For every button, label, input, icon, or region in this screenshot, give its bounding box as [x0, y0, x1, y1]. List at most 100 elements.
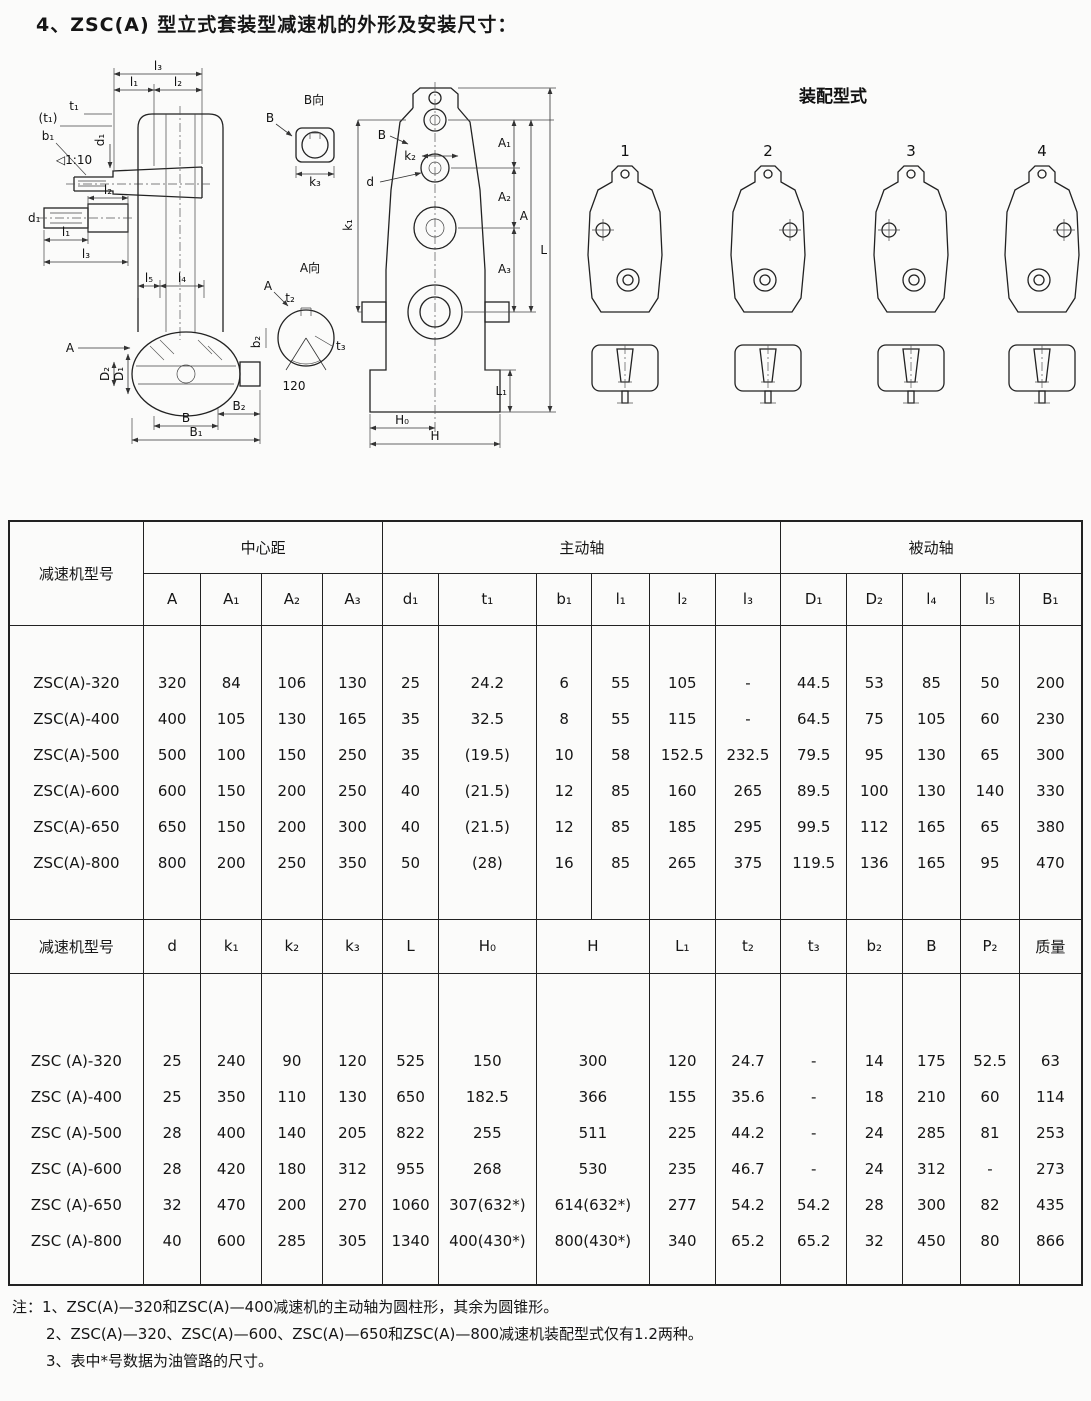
value-cell: - — [780, 1043, 848, 1079]
spacer-cell — [8, 973, 144, 1043]
value-cell: 182.5 — [437, 1079, 537, 1115]
value-cell: 50 — [382, 845, 439, 881]
spacer-cell — [714, 881, 782, 919]
value-cell: 525 — [382, 1043, 439, 1079]
value-cell: 530 — [535, 1151, 650, 1187]
value-cell: 130 — [321, 1079, 384, 1115]
value-cell: 150 — [200, 773, 263, 809]
spacer-cell — [535, 881, 593, 919]
value-cell: 85 — [591, 773, 650, 809]
spacer-cell — [437, 625, 537, 665]
value-cell: 250 — [321, 773, 384, 809]
col-header: d — [142, 918, 202, 974]
model-cell: ZSC (A)-600 — [8, 1151, 144, 1187]
value-cell: 150 — [437, 1043, 537, 1079]
value-cell: 200 — [261, 809, 323, 845]
spacer-cell — [780, 973, 848, 1043]
value-cell: 500 — [142, 737, 202, 773]
value-cell: 6 — [535, 665, 593, 701]
value-cell: 155 — [648, 1079, 716, 1115]
header-group-row: 减速机型号 中心距 主动轴 被动轴 — [8, 521, 1083, 626]
spacer-cell — [591, 625, 650, 665]
model-cell: ZSC (A)-650 — [8, 1187, 144, 1223]
spacer-row — [8, 625, 1083, 665]
value-cell: 32 — [846, 1223, 903, 1259]
value-cell: 40 — [382, 809, 439, 845]
spacer-cell — [261, 625, 323, 665]
model-header: 减速机型号 — [8, 521, 144, 626]
value-cell: 28 — [142, 1115, 202, 1151]
value-cell: 14 — [846, 1043, 903, 1079]
value-cell: 114 — [1018, 1079, 1083, 1115]
value-cell: 130 — [261, 701, 323, 737]
value-cell: 24.7 — [714, 1043, 782, 1079]
spacer-cell — [321, 625, 384, 665]
dim-label-B_top: B — [378, 128, 386, 142]
value-cell: 253 — [1018, 1115, 1083, 1151]
dim-label-l1_top: l₁ — [130, 75, 138, 89]
spacer-cell — [437, 881, 537, 919]
dim-label-A_view_arrow: A — [66, 341, 75, 355]
note-line-1: 注：1、ZSC(A)—320和ZSC(A)—400减速机的主动轴为圆柱形，其余为… — [12, 1294, 703, 1321]
spacer-cell — [960, 973, 1020, 1043]
dim-label-D1: D₁ — [112, 367, 126, 381]
value-cell: 85 — [901, 665, 962, 701]
value-cell: 63 — [1018, 1043, 1083, 1079]
note-line-2: 2、ZSC(A)—320、ZSC(A)—600、ZSC(A)—650和ZSC(A… — [46, 1325, 703, 1343]
dim-label-k3: k₃ — [309, 175, 321, 189]
assembly-type-4: 4 — [1004, 142, 1080, 404]
spacer-cell — [8, 1259, 144, 1285]
value-cell: 95 — [960, 845, 1020, 881]
spacer-cell — [960, 881, 1020, 919]
view-a-section — [265, 291, 335, 371]
dim-label-l3_side: l₃ — [82, 247, 90, 261]
value-cell: 79.5 — [780, 737, 848, 773]
value-cell: 35 — [382, 701, 439, 737]
spacer-cell — [8, 625, 144, 665]
value-cell: 232.5 — [714, 737, 782, 773]
col-header: P₂ — [960, 918, 1020, 974]
value-cell: 225 — [648, 1115, 716, 1151]
value-cell: 44.2 — [714, 1115, 782, 1151]
value-cell: 450 — [901, 1223, 962, 1259]
value-cell: 54.2 — [714, 1187, 782, 1223]
value-cell: 165 — [321, 701, 384, 737]
value-cell: 230 — [1018, 701, 1083, 737]
value-cell: 420 — [200, 1151, 263, 1187]
value-cell: 24.2 — [437, 665, 537, 701]
note-text: 1、ZSC(A)—320和ZSC(A)—400减速机的主动轴为圆柱形，其余为圆锥… — [42, 1298, 559, 1316]
value-cell: 285 — [901, 1115, 962, 1151]
value-cell: 85 — [591, 845, 650, 881]
dim-label-d: d — [366, 175, 374, 189]
value-cell: 35.6 — [714, 1079, 782, 1115]
spacer-cell — [591, 881, 650, 919]
dim-label-A: A — [520, 209, 529, 223]
value-cell: 75 — [846, 701, 903, 737]
spacer-row — [8, 1259, 1083, 1285]
value-cell: 265 — [714, 773, 782, 809]
value-cell: 210 — [901, 1079, 962, 1115]
spacer-cell — [382, 625, 439, 665]
dim-label-view_a: A向 — [300, 260, 320, 275]
value-cell: 400(430*) — [437, 1223, 537, 1259]
value-cell: 65 — [960, 809, 1020, 845]
spacer-cell — [142, 973, 202, 1043]
col-header: A₁ — [200, 573, 263, 626]
spacer-cell — [261, 881, 323, 919]
spacer-cell — [960, 625, 1020, 665]
col-header: l₂ — [648, 573, 716, 626]
value-cell: 200 — [261, 1187, 323, 1223]
value-cell: 165 — [901, 845, 962, 881]
col-header: t₂ — [714, 918, 782, 974]
value-cell: 40 — [382, 773, 439, 809]
value-cell: 25 — [382, 665, 439, 701]
spacer-cell — [648, 881, 716, 919]
model-cell: ZSC (A)-320 — [8, 1043, 144, 1079]
assembly-type-3: 3 — [873, 142, 949, 404]
value-cell: (21.5) — [437, 773, 537, 809]
